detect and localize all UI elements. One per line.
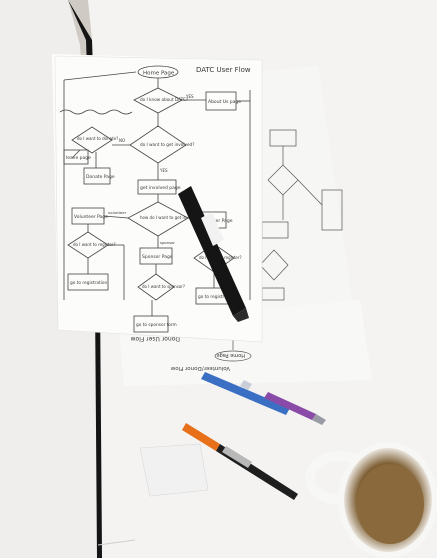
back-sheet-title: Donor User Flow bbox=[130, 335, 180, 342]
node-q2-label: do I want to get involved? bbox=[140, 142, 194, 147]
node-q6 bbox=[137, 273, 175, 301]
edge-no-1: NO bbox=[119, 138, 125, 143]
node-q5-label: do I want to register? bbox=[73, 242, 116, 247]
node-q3-label: do I want to donate? bbox=[77, 136, 118, 141]
node-donate-label: Donate Page bbox=[86, 174, 115, 180]
edge-volunteer: volunteer bbox=[108, 210, 127, 215]
sticky-note bbox=[139, 443, 209, 497]
blue-purple-pen bbox=[201, 372, 326, 425]
coffee-mug bbox=[305, 442, 437, 558]
node-get-involved bbox=[137, 179, 177, 195]
table-edge-detail bbox=[97, 539, 136, 546]
node-q1-label: do I know about DATC? bbox=[140, 97, 188, 102]
node-home-label: Home Page bbox=[143, 71, 175, 77]
black-marker bbox=[178, 186, 249, 322]
node-leave-label: leave page bbox=[66, 155, 91, 161]
node-q4-label: how do I want to get involved? bbox=[140, 215, 202, 220]
edge-sponsor: sponsor bbox=[160, 240, 175, 245]
flowchart-sheet bbox=[52, 54, 263, 343]
node-q3 bbox=[71, 126, 113, 154]
edge-yes-1: YES bbox=[185, 94, 194, 99]
edge-yes-2: YES bbox=[159, 168, 168, 173]
node-reg3-label: go to registration bbox=[198, 294, 235, 300]
node-volunteer-label: Volunteer Page bbox=[74, 214, 108, 220]
node-dancer-label: Dancer Page bbox=[204, 218, 233, 224]
node-reg2-label: go to sponsor form bbox=[136, 322, 177, 328]
node-sponsor-label: Sponsor Page bbox=[142, 254, 173, 260]
node-get-involved-label: get involved page bbox=[140, 185, 181, 191]
node-donate bbox=[83, 167, 111, 185]
node-reg1-label: go to registration bbox=[70, 280, 107, 286]
back-sheet-home-node: Home Page bbox=[217, 352, 245, 358]
node-reg1 bbox=[67, 273, 109, 291]
orange-pen bbox=[182, 423, 298, 500]
node-q6-label: do I want to sponsor? bbox=[142, 284, 185, 289]
back-sheet-title-2: Volunteer/Donor Flow bbox=[170, 365, 230, 371]
back-sheet-right bbox=[248, 66, 358, 340]
flowchart: DATC User Flow Home Page do I know about… bbox=[59, 65, 251, 333]
node-about-label: About Us page bbox=[208, 99, 241, 105]
flowchart-title: DATC User Flow bbox=[196, 66, 251, 74]
node-reg2 bbox=[133, 315, 169, 333]
